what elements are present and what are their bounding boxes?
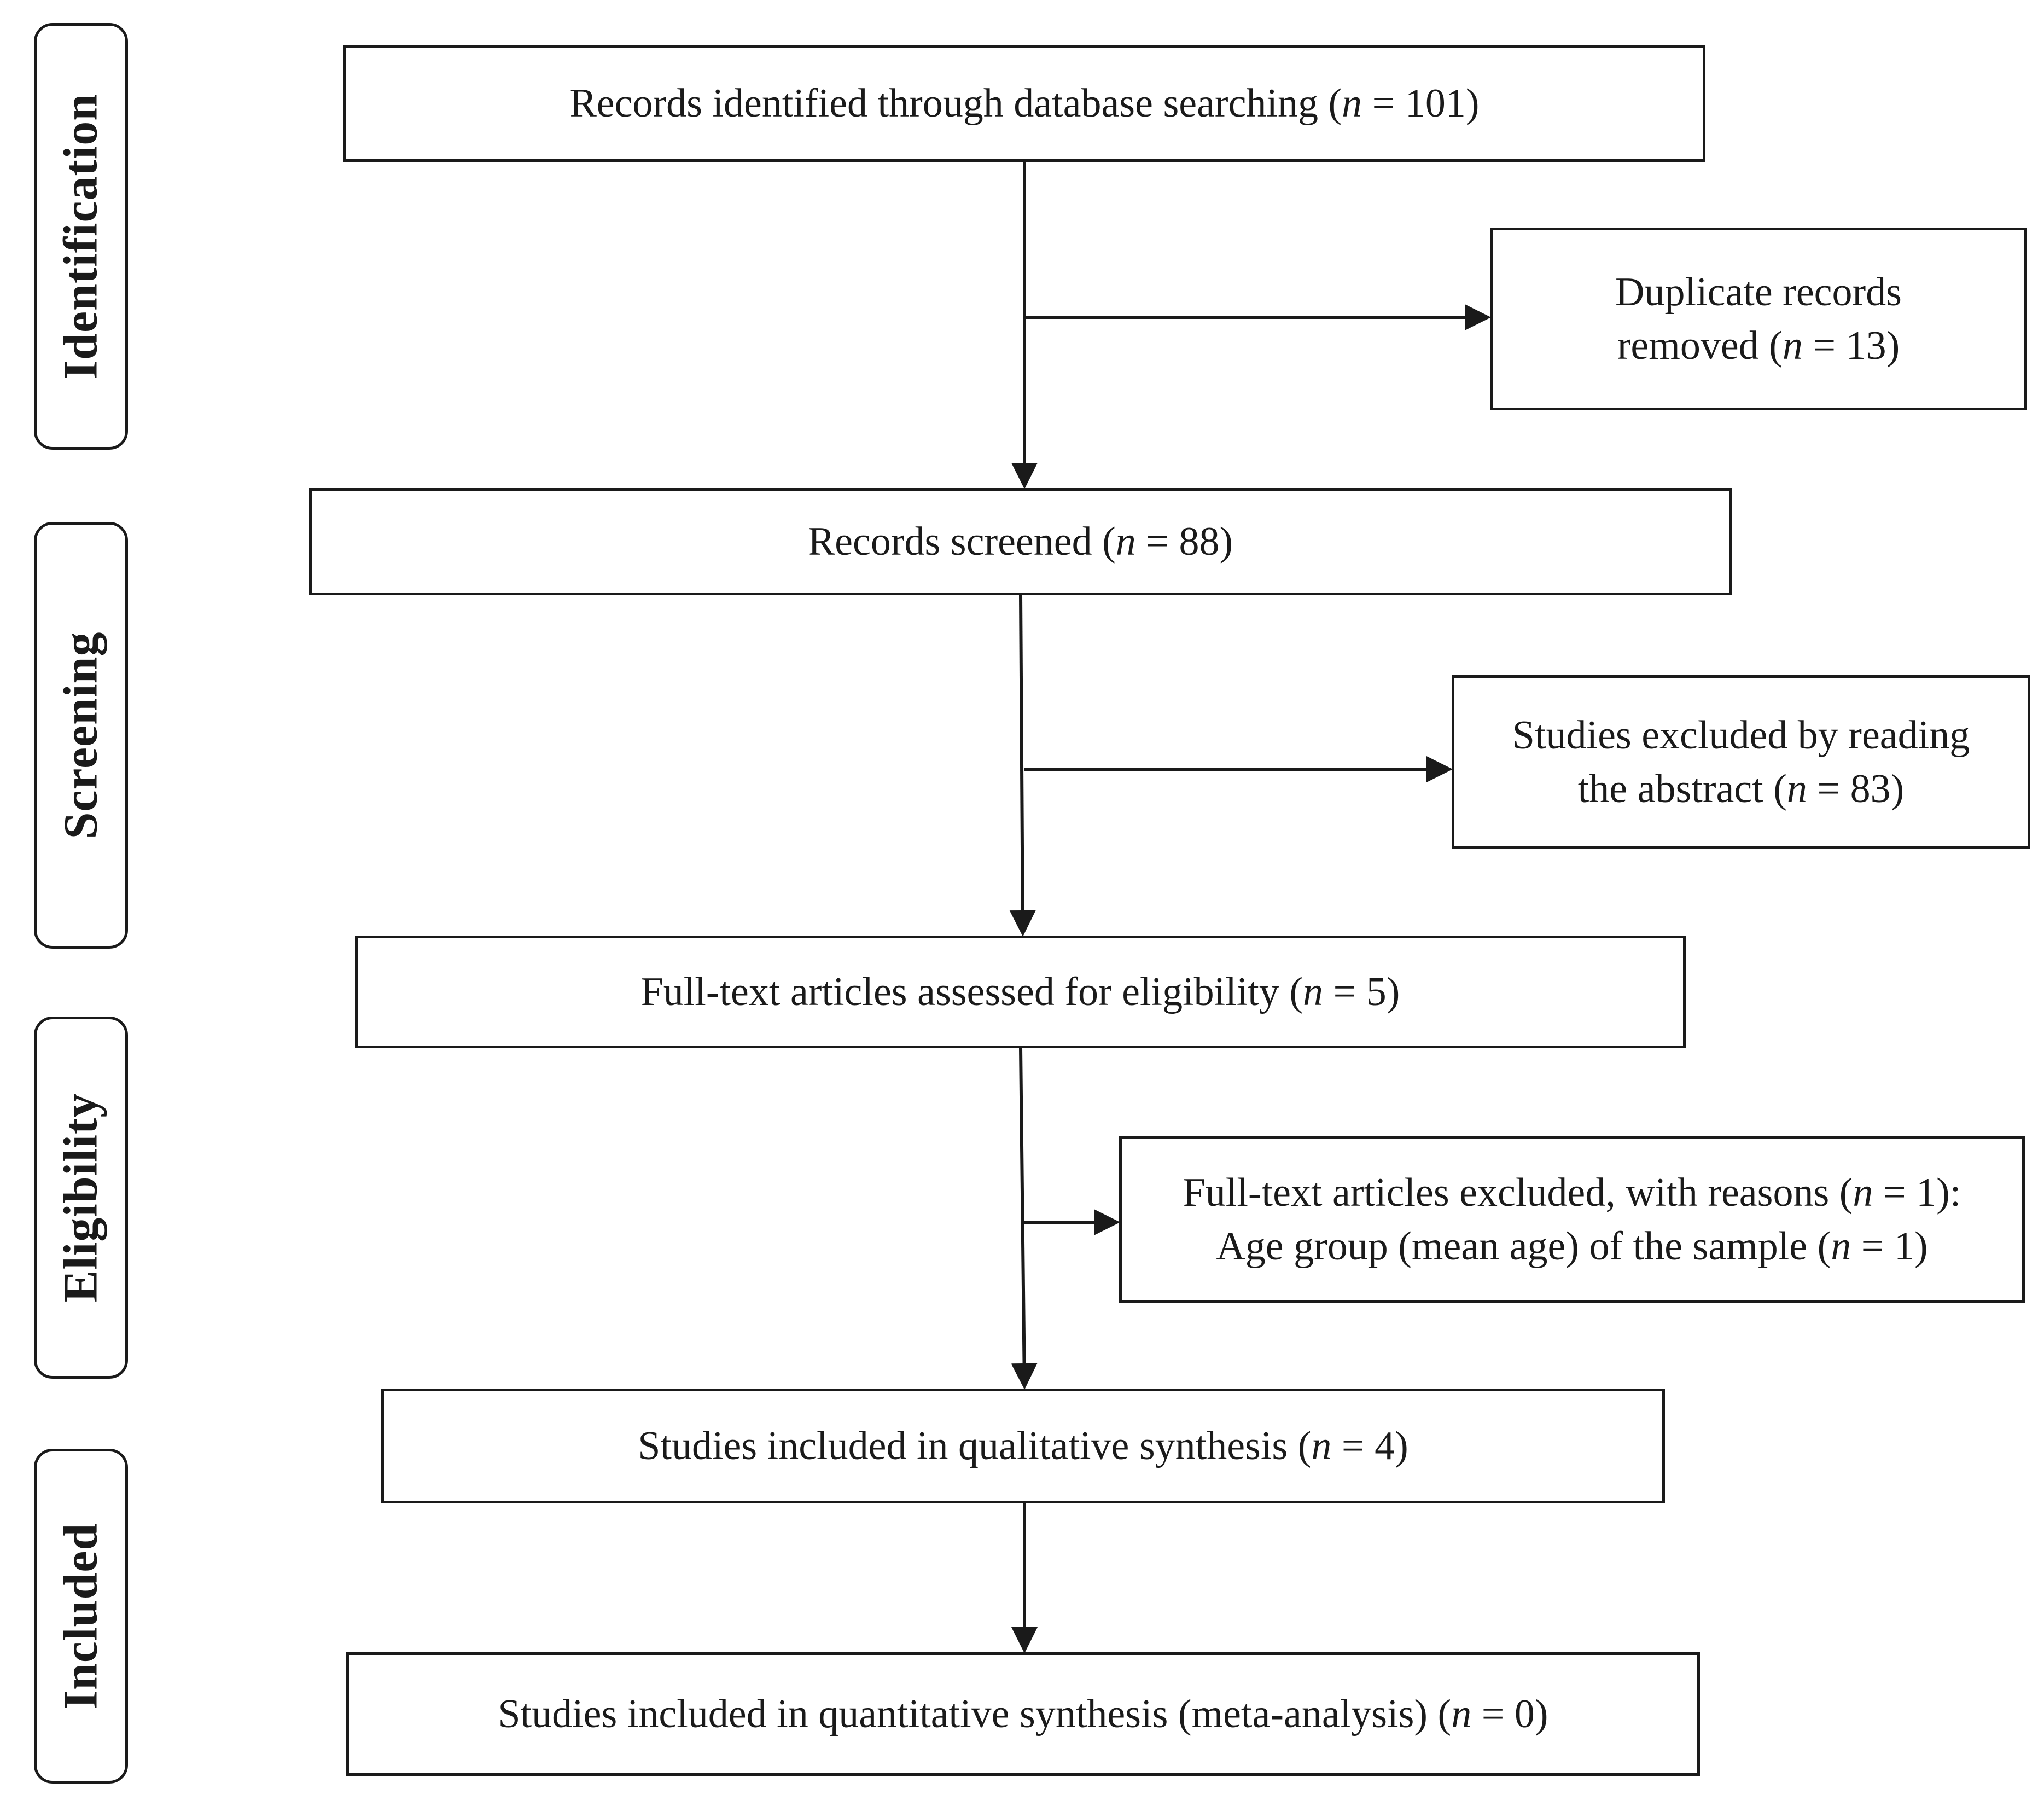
arrow-screened-to-fulltext (1009, 595, 1036, 937)
box-line-text: Records screened (807, 519, 1092, 564)
count-value: 13 (1845, 323, 1886, 368)
box-line: Duplicate records (1615, 265, 1902, 319)
n-symbol: n (1342, 81, 1362, 126)
box-line-text: Studies excluded by reading (1512, 713, 1970, 758)
box-line: Records screened (n = 88) (807, 519, 1233, 564)
box-line: Records identified through database sear… (569, 81, 1480, 126)
box-line: Studies included in quantitative synthes… (498, 1692, 1548, 1737)
n-symbol: n (1311, 1424, 1332, 1468)
box-line: Studies excluded by reading (1512, 709, 1970, 762)
arrow-fulltext-to-qualitative (1011, 1048, 1038, 1390)
box-line: removed (n = 13) (1617, 323, 1900, 368)
box-text: Full-text articles assessed for eligibil… (641, 965, 1400, 1019)
stage-label-identification: Identification (34, 23, 128, 450)
box-line-text: Records identified through database sear… (569, 81, 1318, 126)
box-line-text: Full-text articles excluded, with reason… (1183, 1170, 1830, 1215)
box-fulltext-assessed: Full-text articles assessed for eligibil… (355, 936, 1686, 1048)
box-line: Full-text articles assessed for eligibil… (640, 969, 1400, 1014)
n-symbol: n (1782, 323, 1803, 368)
box-line-text: Duplicate records (1615, 270, 1902, 315)
n-symbol: n (1303, 969, 1324, 1014)
stage-label-included: Included (34, 1449, 128, 1784)
count-value: 5 (1366, 969, 1387, 1014)
count-value: 0 (1514, 1692, 1535, 1737)
count-value: 1 (1916, 1170, 1937, 1215)
box-line: Full-text articles excluded, with reason… (1183, 1170, 1961, 1215)
count-value: 101 (1405, 81, 1466, 126)
box-text: Studies included in quantitative synthes… (498, 1687, 1548, 1741)
count-value: 83 (1850, 766, 1891, 811)
box-records-screened: Records screened (n = 88) (309, 488, 1732, 595)
box-qualitative-synthesis: Studies included in qualitative synthesi… (381, 1389, 1665, 1503)
n-symbol: n (1115, 519, 1136, 564)
n-symbol: n (1853, 1170, 1873, 1215)
box-fulltext-excluded: Full-text articles excluded, with reason… (1119, 1136, 2025, 1303)
count-value: 1 (1894, 1224, 1915, 1269)
box-quantitative-synthesis: Studies included in quantitative synthes… (346, 1652, 1700, 1776)
count-value: 88 (1179, 519, 1220, 564)
box-line: Studies included in qualitative synthesi… (638, 1424, 1408, 1468)
box-line: the abstract (n = 83) (1577, 766, 1905, 811)
box-line: Age group (mean age) of the sample (n = … (1216, 1224, 1928, 1269)
box-records-identified: Records identified through database sear… (343, 45, 1705, 162)
box-excluded-abstract: Studies excluded by reading the abstract … (1452, 675, 2030, 849)
box-text: Records identified through database sear… (569, 77, 1479, 130)
box-line-text: Studies included in quantitative synthes… (498, 1692, 1428, 1737)
stage-label-screening: Screening (34, 522, 128, 949)
box-line-text: Age group (mean age) of the sample (1216, 1224, 1808, 1269)
box-text: Full-text articles excluded, with reason… (1183, 1166, 1961, 1273)
stage-label-eligibility: Eligibility (34, 1017, 128, 1379)
box-line-text: Full-text articles assessed for eligibil… (640, 969, 1279, 1014)
box-text: Studies included in qualitative synthesi… (638, 1419, 1408, 1473)
box-line-text: the abstract (1577, 766, 1763, 811)
n-symbol: n (1451, 1692, 1472, 1737)
box-text: Duplicate records removed (n = 13) (1615, 265, 1902, 373)
count-value: 4 (1375, 1424, 1395, 1468)
box-text: Records screened (n = 88) (808, 515, 1233, 568)
n-symbol: n (1786, 766, 1807, 811)
box-text: Studies excluded by reading the abstract … (1512, 709, 1970, 816)
box-line-text: removed (1617, 323, 1759, 368)
n-symbol: n (1831, 1224, 1851, 1269)
box-line-text: Studies included in qualitative synthesi… (638, 1424, 1288, 1468)
box-duplicates-removed: Duplicate records removed (n = 13) (1490, 228, 2027, 410)
